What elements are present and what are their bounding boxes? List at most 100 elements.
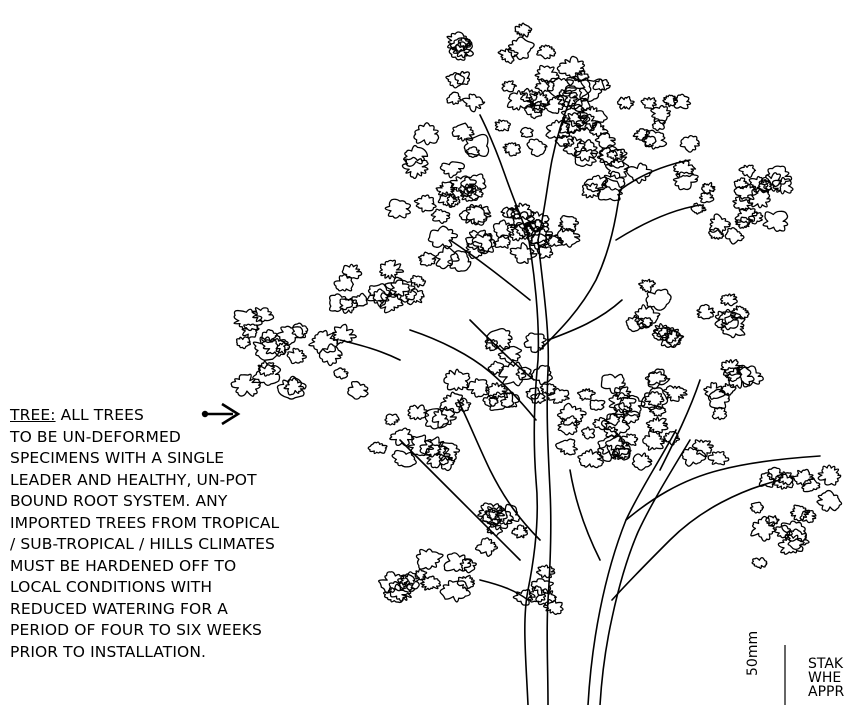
leaf-cluster	[389, 427, 415, 447]
leaf-cluster	[765, 165, 793, 188]
note-line: LEADER AND HEALTHY, UN-POT	[10, 470, 257, 489]
leaf-cluster	[529, 233, 549, 250]
leaf-cluster	[562, 136, 587, 157]
leaf-cluster	[497, 47, 519, 64]
leaf-cluster	[446, 31, 473, 54]
leaf-cluster	[484, 327, 513, 350]
leaf-cluster	[471, 233, 497, 255]
leaf-cluster	[536, 244, 554, 259]
leaf-cluster	[286, 347, 307, 365]
leaf-cluster	[625, 315, 647, 333]
leaf-cluster	[817, 464, 842, 486]
leaf-cluster	[524, 211, 550, 231]
leaf-cluster	[576, 388, 596, 401]
leaf-cluster	[420, 575, 442, 591]
leaf-cluster	[497, 345, 523, 364]
note-first-line: TREE: ALL TREES	[10, 405, 340, 427]
leaf-cluster	[605, 413, 621, 427]
leaf-cluster	[739, 365, 764, 388]
leaf-cluster	[446, 91, 462, 106]
leaf-cluster	[605, 435, 631, 458]
leaf-cluster	[341, 263, 363, 280]
leaf-cluster	[276, 375, 307, 400]
leaf-cluster	[445, 71, 465, 89]
leaf-cluster	[332, 323, 357, 346]
leaf-cluster	[589, 399, 606, 411]
leaf-cluster	[748, 211, 764, 225]
leaf-cluster	[643, 129, 668, 150]
leaf-cluster	[458, 203, 488, 225]
leaf-cluster	[391, 449, 417, 468]
leaf-cluster	[251, 307, 275, 323]
leaf-cluster	[417, 251, 437, 267]
leaf-cluster	[347, 380, 369, 400]
leaf-cluster	[732, 196, 753, 211]
leaf-cluster	[690, 202, 707, 215]
leaf-cluster	[514, 22, 533, 38]
leaf-cluster	[456, 574, 476, 590]
leaf-cluster	[772, 473, 794, 490]
leaf-cluster	[648, 404, 667, 417]
leaf-cluster	[384, 198, 412, 219]
leaf-cluster	[546, 387, 570, 404]
leaf-cluster	[525, 387, 541, 400]
leaf-cluster	[573, 139, 599, 162]
leaf-cluster	[252, 364, 282, 387]
leaf-cluster	[464, 240, 486, 260]
leaf-cluster	[758, 172, 782, 193]
leaf-cluster	[645, 416, 669, 435]
leaf-cluster	[486, 523, 503, 537]
leaf-cluster	[632, 128, 651, 141]
leaf-cluster	[333, 274, 355, 292]
leaf-cluster	[367, 441, 388, 455]
leaf-cluster	[454, 397, 472, 413]
leaf-cluster	[339, 297, 359, 314]
leaf-cluster	[724, 227, 745, 245]
note-first-line-text: ALL TREES	[60, 406, 144, 424]
leaf-cluster	[594, 132, 616, 149]
leaf-cluster	[707, 450, 730, 466]
leaf-cluster	[536, 44, 557, 60]
leaf-cluster	[592, 78, 611, 91]
leaf-cluster	[606, 148, 624, 162]
leaf-cluster	[407, 404, 430, 421]
leaf-cluster	[771, 176, 794, 195]
leaf-cluster	[664, 329, 685, 348]
leaf-cluster	[494, 119, 511, 132]
leaf-cluster	[241, 323, 260, 339]
leaf-cluster	[575, 113, 598, 132]
leaf-cluster	[333, 367, 349, 380]
leaf-cluster	[556, 55, 586, 81]
leader-arrow	[201, 402, 241, 426]
stake-note-line: APPR	[808, 684, 845, 700]
note-line: LOCAL CONDITIONS WITH	[10, 578, 213, 596]
leaf-cluster	[589, 121, 609, 138]
note-title: TREE:	[10, 406, 56, 424]
leaf-cluster	[447, 250, 472, 273]
leaf-cluster	[554, 135, 575, 148]
leaf-cluster	[443, 552, 472, 572]
leaf-cluster	[596, 444, 620, 463]
leaf-cluster	[524, 103, 544, 120]
leaf-cluster	[402, 144, 429, 167]
leaf-cluster	[581, 182, 601, 199]
leaf-cluster	[513, 221, 536, 240]
leaf-cluster	[642, 430, 667, 451]
leaf-cluster	[484, 507, 499, 521]
leaf-cluster	[527, 585, 547, 603]
leaf-cluster	[404, 288, 425, 306]
leaf-cluster	[379, 291, 404, 314]
leaf-cluster	[526, 138, 548, 158]
leaf-cluster	[427, 225, 458, 250]
leaf-cluster	[382, 583, 409, 604]
note-line: REDUCED WATERING FOR A	[10, 599, 228, 618]
leaf-cluster	[424, 408, 450, 430]
leaf-cluster	[413, 122, 440, 146]
note-line: PRIOR TO INSTALLATION.	[10, 642, 207, 661]
leaf-cluster	[500, 391, 521, 409]
leaf-cluster	[261, 338, 289, 357]
leaf-cluster	[701, 181, 716, 195]
dimension-label: 50mm	[745, 630, 761, 676]
leaf-cluster	[621, 410, 641, 425]
leaf-cluster	[605, 158, 630, 180]
